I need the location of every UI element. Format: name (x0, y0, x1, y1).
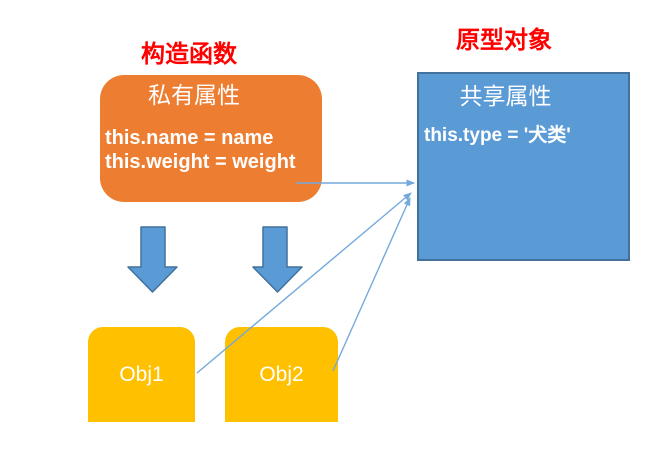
obj1-label: Obj1 (119, 362, 164, 386)
constructor-box-heading: 私有属性 (148, 82, 240, 108)
code-line-weight: this.weight = weight (105, 151, 296, 173)
code-line-name: this.name = name (105, 127, 274, 149)
prototype-box: 共享属性 this.type = '犬类' (417, 72, 630, 261)
connector-obj2-to-prototype-arrow (332, 197, 411, 372)
prototype-title: 原型对象 (456, 27, 552, 54)
obj2-label: Obj2 (259, 362, 304, 386)
prototype-code-lines: this.type = '犬类' (419, 124, 628, 148)
obj2-box: Obj2 (225, 327, 338, 422)
code-line-type: this.type = '犬类' (424, 125, 571, 146)
obj1-box: Obj1 (88, 327, 195, 422)
constructor-code-lines: this.name = name this.weight = weight (100, 126, 322, 174)
down-block-arrow-obj2 (252, 226, 303, 293)
constructor-title: 构造函数 (141, 41, 237, 68)
prototype-box-heading: 共享属性 (459, 83, 552, 109)
down-block-arrow-obj1 (127, 226, 178, 293)
constructor-box: 私有属性 this.name = name this.weight = weig… (100, 75, 322, 202)
